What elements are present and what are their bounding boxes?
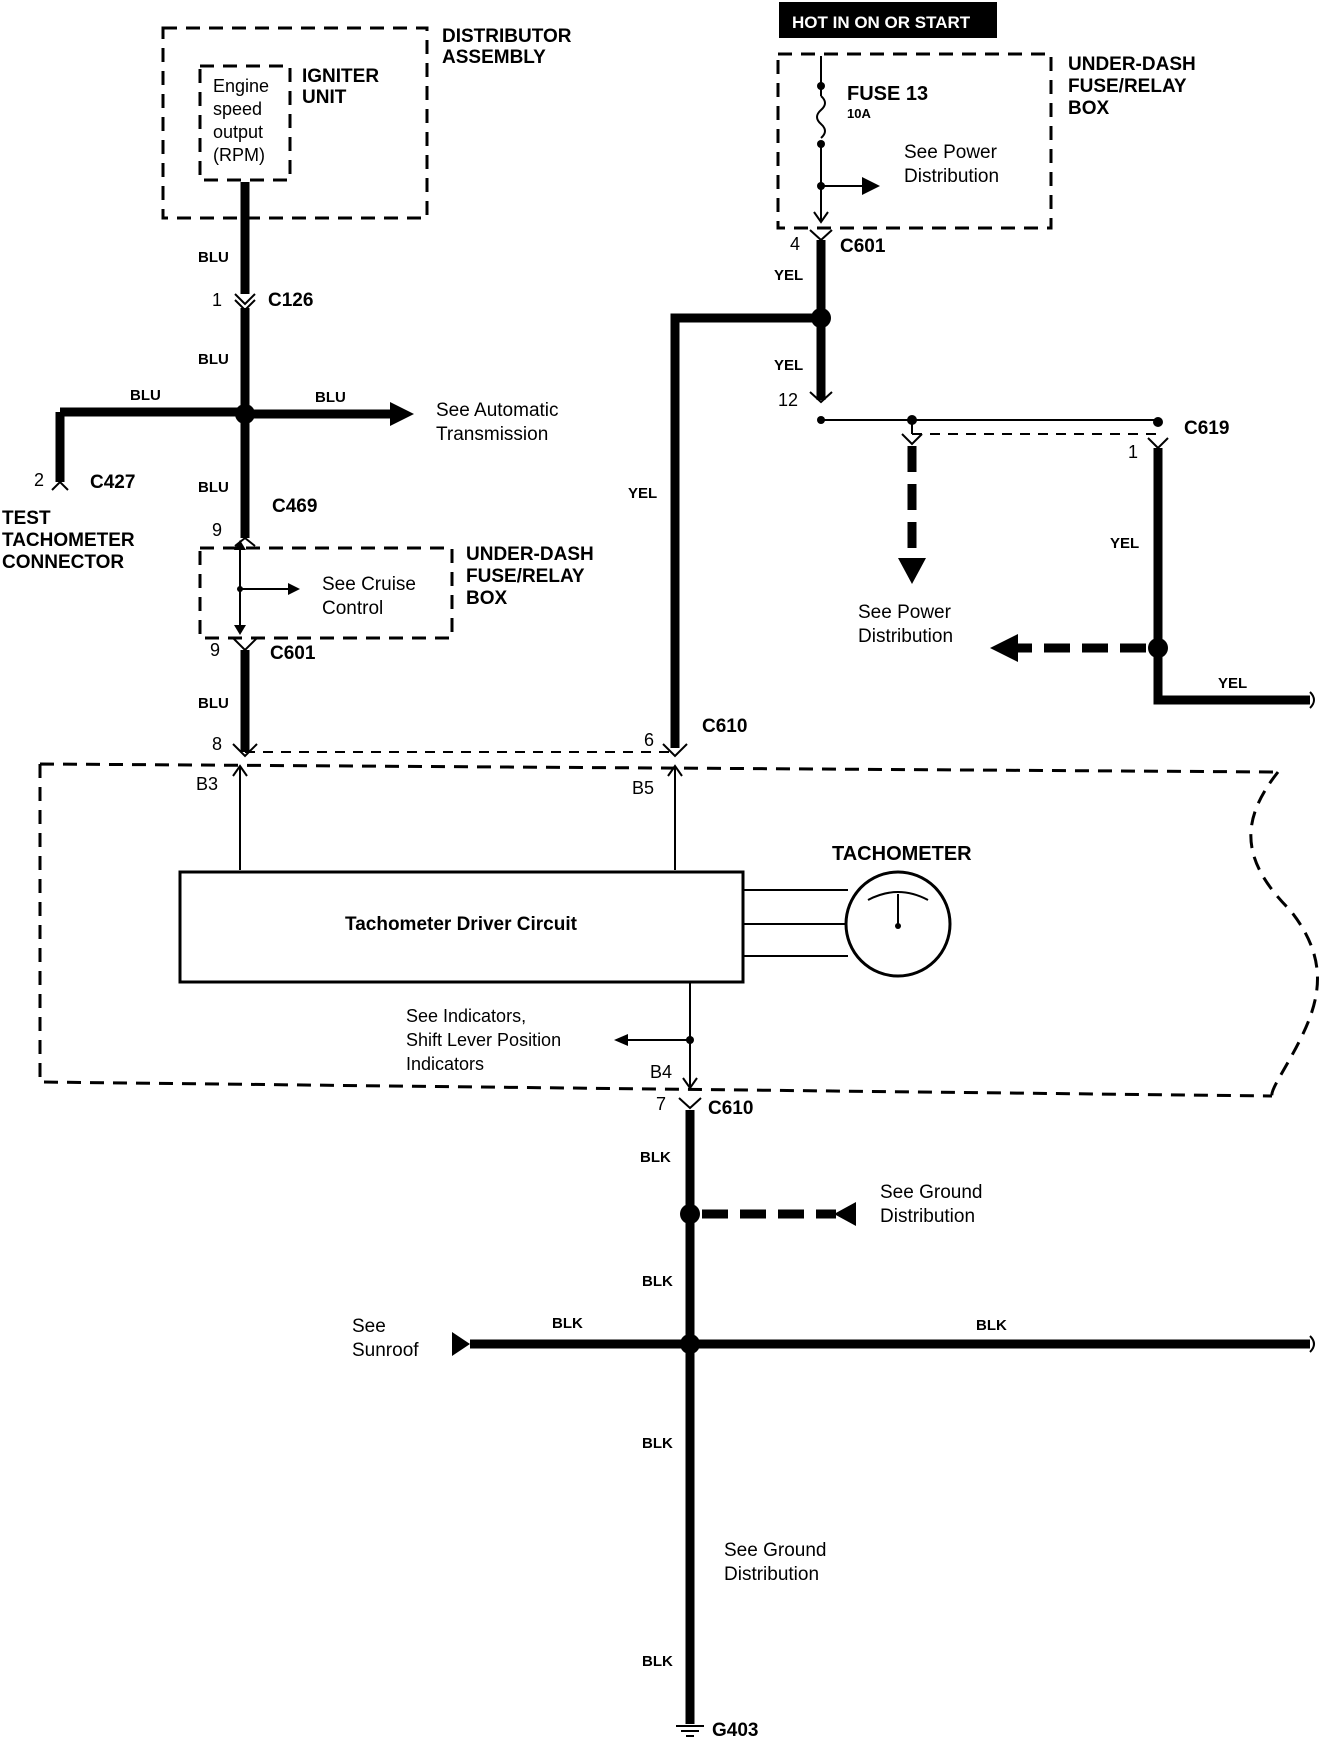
tachometer-driver-circuit xyxy=(178,870,745,984)
hot-in-on-banner xyxy=(779,2,997,38)
igniter-output-box xyxy=(198,64,292,182)
distributor-assembly-box xyxy=(161,26,429,220)
c610-bottom-pin: 7 xyxy=(656,1094,666,1114)
splice-dot xyxy=(1148,638,1168,658)
tachometer-label: TACHOMETER xyxy=(832,843,972,865)
c610-bottom-label: C610 xyxy=(708,1098,753,1119)
wire-label-blu: BLU xyxy=(198,249,229,266)
c610-top-label: C610 xyxy=(702,716,747,737)
wire-label-blu: BLU xyxy=(198,695,229,712)
c427-pin: 2 xyxy=(34,470,44,490)
fuse-13-label: FUSE 13 xyxy=(847,83,928,105)
fuse-rating: 10A xyxy=(847,106,871,121)
hot-in-on-text: HOT IN ON OR START xyxy=(792,13,971,32)
c610-right-pin: 6 xyxy=(644,730,654,750)
wire-label-yel: YEL xyxy=(774,267,803,284)
c610-left-pin: 8 xyxy=(212,734,222,754)
c126-pin: 1 xyxy=(212,290,222,310)
wire-label-yel: YEL xyxy=(1218,675,1247,692)
gauge-assembly-box xyxy=(38,762,1319,1098)
wire-label-blk: BLK xyxy=(642,1435,673,1452)
wire-label-yel: YEL xyxy=(1110,535,1139,552)
under-dash-fuse-box-top xyxy=(776,52,1053,230)
wire-label-yel: YEL xyxy=(774,357,803,374)
splice-dot xyxy=(235,404,255,424)
wire-label-blk: BLK xyxy=(552,1315,583,1332)
c469-pin: 9 xyxy=(212,520,222,540)
c126-label: C126 xyxy=(268,290,313,311)
c469-label: C469 xyxy=(272,496,317,517)
b5-label: B5 xyxy=(632,778,654,798)
c427-label: C427 xyxy=(90,472,135,493)
wire-label-blu: BLU xyxy=(130,387,161,404)
c601-left-pin: 9 xyxy=(210,640,220,660)
splice-dot xyxy=(680,1334,700,1354)
ground-label: G403 xyxy=(712,1720,758,1740)
tachometer-driver-label: Tachometer Driver Circuit xyxy=(345,914,578,935)
c601-right-pin: 4 xyxy=(790,234,800,254)
c619-right-pin: 1 xyxy=(1128,442,1138,462)
c619-label: C619 xyxy=(1184,418,1229,439)
c601-right-label: C601 xyxy=(840,236,886,257)
wire-label-blk: BLK xyxy=(640,1149,671,1166)
wire-label-yel: YEL xyxy=(628,485,657,502)
wire-label-blk: BLK xyxy=(642,1273,673,1290)
c619-left-pin: 12 xyxy=(778,390,798,410)
splice-dot xyxy=(680,1204,700,1224)
wire-label-blu: BLU xyxy=(198,351,229,368)
b4-label: B4 xyxy=(650,1062,672,1082)
b3-label: B3 xyxy=(196,774,218,794)
under-dash-fuse-box-mid xyxy=(198,546,454,640)
wire-label-blu: BLU xyxy=(198,479,229,496)
wire-label-blk: BLK xyxy=(642,1653,673,1670)
wire-label-blk: BLK xyxy=(976,1317,1007,1334)
c601-left-label: C601 xyxy=(270,643,316,664)
wire-label-blu: BLU xyxy=(315,389,346,406)
